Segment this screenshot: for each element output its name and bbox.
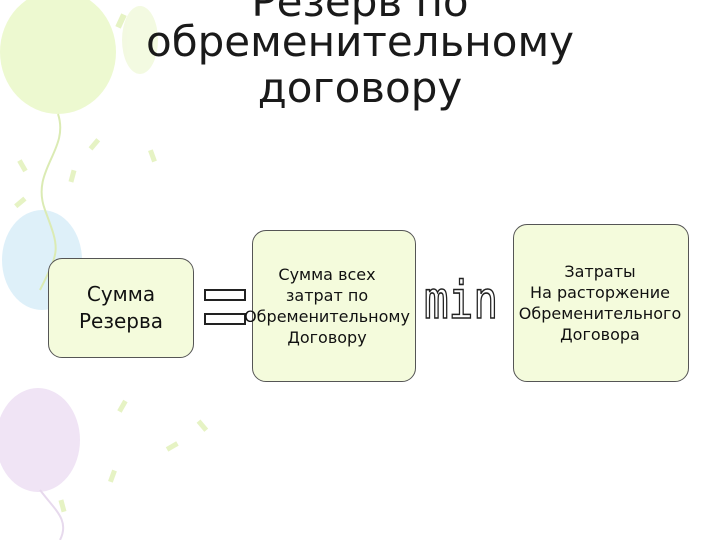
total-onerous-costs-label: Сумма всех затрат по Обременительному До… xyxy=(244,265,410,347)
termination-costs-box: Затраты На расторжение Обременительного … xyxy=(513,224,689,382)
min-operator: min xyxy=(423,270,499,326)
slide-title-line-1: Резерв по xyxy=(251,0,469,26)
reserve-amount-label: Сумма Резерва xyxy=(78,282,164,333)
equals-bar-bottom xyxy=(204,313,246,325)
termination-costs-label: Затраты На расторжение Обременительного … xyxy=(518,262,682,344)
slide-title-line-2: обременительному xyxy=(146,17,574,66)
min-operator-text: min xyxy=(424,271,498,326)
total-onerous-costs-box: Сумма всех затрат по Обременительному До… xyxy=(244,230,416,382)
reserve-amount-box: Сумма Резерва xyxy=(48,258,194,358)
equals-bar-top xyxy=(204,289,246,301)
slide-title-line-3: договору xyxy=(257,63,463,112)
